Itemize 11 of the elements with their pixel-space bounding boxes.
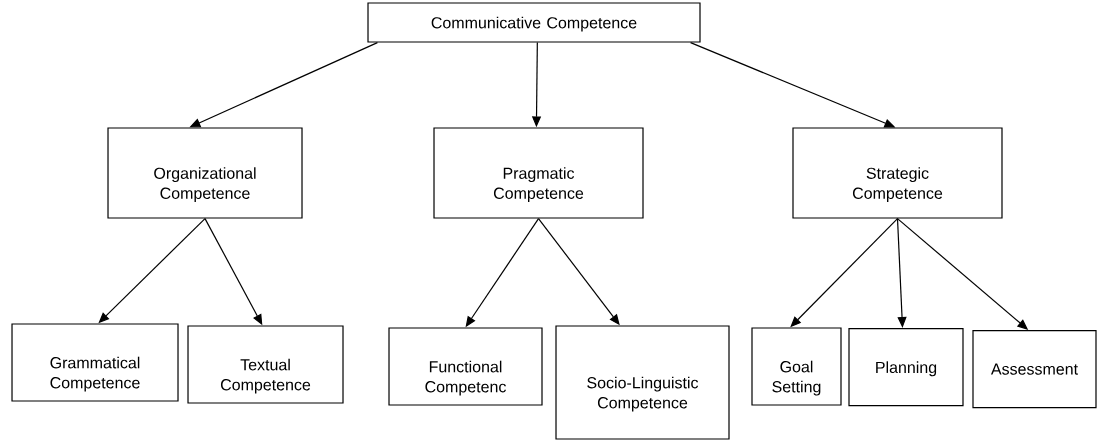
box: Textual Competence <box>187 325 344 404</box>
box: Communicative Competence <box>367 2 701 43</box>
box: Planning <box>848 328 964 407</box>
box: Functional Competenc <box>388 327 543 406</box>
box: Grammatical Competence <box>11 323 179 402</box>
box: Pragmatic Competence <box>433 127 644 219</box>
box: Strategic Competence <box>792 127 1003 219</box>
box: Goal Setting <box>751 327 842 406</box>
box: Assessment <box>972 330 1097 409</box>
box: Organizational Competence <box>107 127 303 219</box>
box: Socio-Linguistic Competence <box>555 325 730 440</box>
